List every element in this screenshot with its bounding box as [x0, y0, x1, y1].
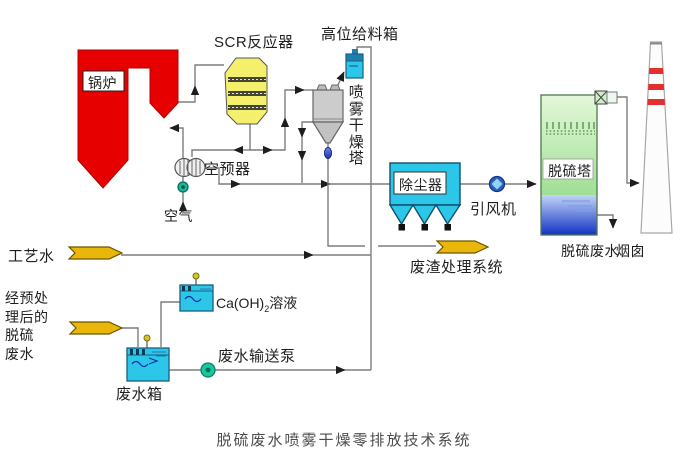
wastewater-pump-label: 废水输送泵 — [218, 348, 296, 365]
spray-dryer-shape — [311, 84, 345, 144]
feed-tank-label: 高位给料箱 — [321, 26, 399, 43]
chimney-shape — [640, 41, 673, 234]
spray-dryer-label: 喷雾干燥塔 — [348, 84, 365, 167]
dust-collector-shape — [388, 162, 462, 231]
air-preheater-label: 空预器 — [204, 161, 251, 178]
ca-solution-suffix: 溶液 — [269, 295, 298, 311]
scr-reactor-label: SCR反应器 — [214, 34, 294, 51]
ca-formula-subscript: 2 — [264, 303, 270, 314]
pretreated-wastewater-label: 经预处 理后的 脱硫 废水 — [5, 289, 67, 363]
ca-solution-label: Ca(OH)2溶液 — [216, 293, 297, 314]
feed-tank-shape — [345, 49, 364, 79]
pipe-lines — [110, 46, 640, 375]
fgd-tower-label: 脱硫塔 — [548, 163, 592, 179]
dust-collector-label: 除尘器 — [399, 177, 443, 193]
boiler-label: 锅炉 — [88, 75, 117, 91]
pretreated-line-3: 脱硫 — [5, 327, 34, 343]
discharge-valve-icon — [323, 146, 332, 159]
ca-formula: Ca(OH) — [216, 295, 265, 311]
fgd-tower-shape — [540, 90, 618, 236]
fgd-wastewater-label: 脱硫废水 — [561, 243, 619, 259]
id-fan-label: 引风机 — [470, 201, 517, 218]
residue-arrow — [435, 240, 490, 254]
id-fan-icon — [488, 175, 506, 193]
process-water-label: 工艺水 — [8, 248, 55, 265]
residue-system-label: 废渣处理系统 — [410, 259, 504, 276]
process-water-arrow — [67, 246, 124, 260]
chimney-label: 烟囱 — [616, 243, 645, 259]
scr-reactor-shape — [224, 57, 268, 125]
pretreated-line-2: 理后的 — [5, 308, 49, 325]
air-label: 空气 — [164, 208, 193, 224]
diagram-title: 脱硫废水喷雾干燥零排放技术系统 — [216, 432, 472, 449]
wastewater-tank-label: 废水箱 — [116, 386, 163, 403]
air-preheater-icon — [174, 157, 206, 178]
wastewater-pump-icon — [200, 362, 216, 378]
air-valve-icon — [177, 181, 189, 193]
pretreated-wastewater-arrow — [68, 321, 124, 335]
pretreated-line-1: 经预处 — [5, 290, 49, 306]
wastewater-tank-shape — [126, 334, 170, 382]
ca-solution-tank-shape — [179, 272, 214, 312]
pretreated-line-4: 废水 — [5, 345, 34, 362]
boiler-shape — [77, 49, 179, 189]
